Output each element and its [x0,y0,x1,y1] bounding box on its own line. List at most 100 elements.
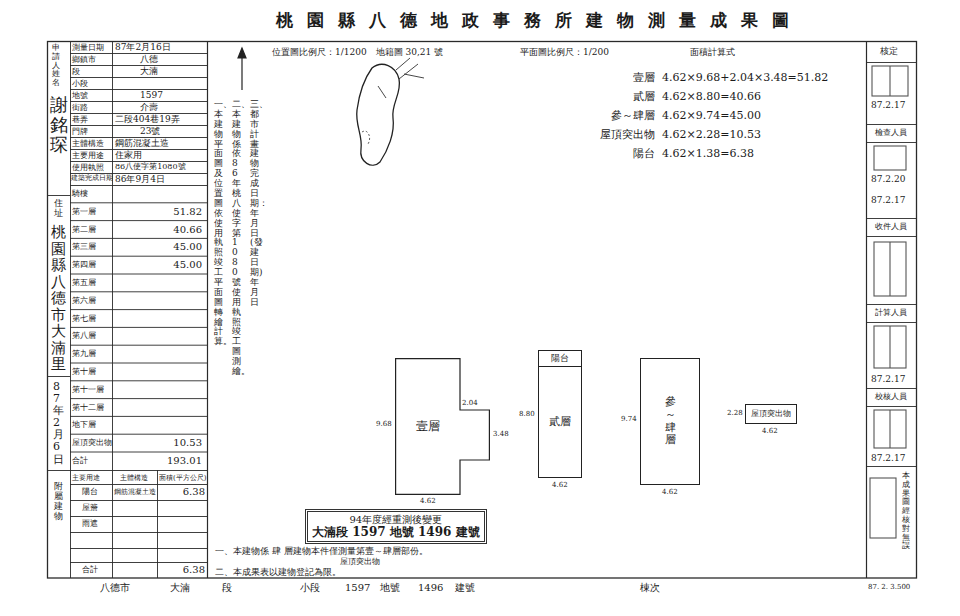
field-header: 門牌 [72,127,88,136]
dimension: 4.62 [420,497,436,505]
approval-date: 87.2.17 [871,374,905,384]
floor-outline [395,358,490,495]
field-header: 建築完成日期 [71,175,113,182]
annex-use: 屋簷 [82,503,98,512]
floor-name: 第六層 [72,296,96,305]
field-header: 街路 [72,103,88,112]
area-formula: 4.62×8.80=40.66 [662,91,761,104]
survey-note: 一、本建物平面圖及位置圖依使用執照竣工平面圖轉繪計算。 [214,100,223,347]
floor-name: 第七層 [72,314,96,323]
dimension: 2.04 [462,399,478,407]
survey-note: 三、都市計畫建物完成日期：年月日(發建日期)年月日 [250,100,259,308]
floor-area: 40.66 [140,224,202,236]
location-field: 小段 [300,582,320,594]
location-field: 大湳 [170,582,190,594]
section-header: 附屬建物 [54,482,63,522]
sheet-frame [48,42,917,579]
field-header: 鄉鎮市 [72,55,96,64]
footnote: 屋頂突出物 [340,557,380,566]
area-formula: 4.62×9.68+2.04×3.48=51.82 [662,72,828,85]
field-value: 87年2月16日 [115,42,171,52]
north-arrow-shaft [241,56,242,90]
applicant-name: 謝銘琛 [50,95,68,154]
shape-label: 壹層 [416,420,440,434]
annex-area: 6.38 [159,486,205,498]
annex-structure: 鋼筋混凝土造 [114,488,156,496]
shape-label: 貳層 [549,416,571,429]
scale-note: 位置圖比例尺：1/1200 地籍圖 30,21 號 [272,47,443,57]
balcony-area: 陽台 [539,351,581,367]
dimension: 3.48 [493,430,509,438]
field-header: 主體構造 [72,139,104,148]
scale-note: 平面圖比例尺：1/200 [520,47,609,57]
shape-label: 94年度經重測後變更 [349,514,442,526]
north-arrow [238,48,246,90]
field-value: 86年9月4日 [115,174,165,184]
dimension: 4.62 [552,481,568,489]
column-header: 主要用途 [72,474,100,482]
approval-header: 收件人員 [875,222,907,231]
floor-area: 45.00 [140,241,202,253]
floor-name: 第八層 [72,331,96,340]
approval-grid [866,63,916,467]
calc-floor: 貳層 [560,91,655,104]
approval-note: 本成果圖經核對無誤 [902,472,910,551]
dimension: 8.80 [519,410,535,418]
floor-name: 騎樓 [72,189,88,198]
field-value: 23號 [140,126,160,136]
floor-name: 第二層 [72,225,96,234]
location-field: 段 [222,582,232,594]
annex-use: 雨遮 [82,519,98,528]
approval-date: 87.2.20 [871,174,905,184]
calc-floor: 壹層 [560,72,655,85]
field-value: 二段404巷19弄 [115,114,180,124]
document-title: 桃園縣八德地政事務所建物測量成果圖 [262,11,797,31]
location-field: 建號 [455,582,475,594]
seal-stamp [874,146,906,170]
total-area: 193.01 [140,455,202,467]
north-arrow-head [238,48,246,58]
dimension: 4.62 [762,427,778,435]
floor-area: 51.82 [140,206,202,218]
survey-note: 二、本建物係依86年桃八使字第1080號使用執照竣工圖測繪。 [232,100,241,377]
field-header: 小段 [72,79,88,88]
column-header: 面積(平方公尺) [159,474,206,482]
area-formula: 4.62×9.74=45.00 [662,110,761,123]
floor-name: 屋頂突出物 [72,438,112,447]
area-formula: 4.62×1.38=6.38 [662,148,754,161]
approval-header: 檢查人員 [875,128,907,137]
table-grid [47,41,207,578]
floor-area: 45.00 [140,259,202,271]
field-value: 86八使字第1080號 [115,162,186,171]
floor-name: 第五層 [72,278,96,287]
floor-plan: 壹層 [395,358,490,495]
shape-label: 參～肆層 [665,396,676,447]
column-divider [208,41,867,578]
field-header: 住址 [54,199,63,219]
seal-divider [889,66,890,448]
column-header: 主體構造 [120,474,148,482]
footnote: 二、本成果表以建物登記為限。 [215,567,341,577]
field-header: 測量日期 [72,43,104,52]
location-field: 1597 [345,582,370,594]
approval-header: 校核人員 [875,392,907,401]
section-header: 面積計算式 [690,47,735,57]
seal-stamps [870,66,908,538]
location-field: 1496 [418,582,443,594]
roof-structure: 屋頂突出物 [745,404,797,424]
dimension: 9.68 [376,420,392,428]
area-formula: 4.62×2.28=10.53 [662,129,761,142]
shape-label: 屋頂突出物 [751,409,791,418]
annex-use: 陽台 [82,487,98,496]
dimension: 9.74 [621,415,637,423]
location-field: 地號 [380,582,400,594]
approval-date: 87.2.17 [871,453,905,463]
floor-name: 第十一層 [72,385,104,394]
location-mark [362,131,370,144]
location-parcel [357,64,400,165]
dimension: 2.28 [727,409,743,417]
applicant-address: 桃園縣八德市大湳里 [51,224,66,373]
field-header: 申請人姓名 [52,44,60,88]
shape-label: 大湳段 1597 地號 1496 建號 [312,526,480,540]
